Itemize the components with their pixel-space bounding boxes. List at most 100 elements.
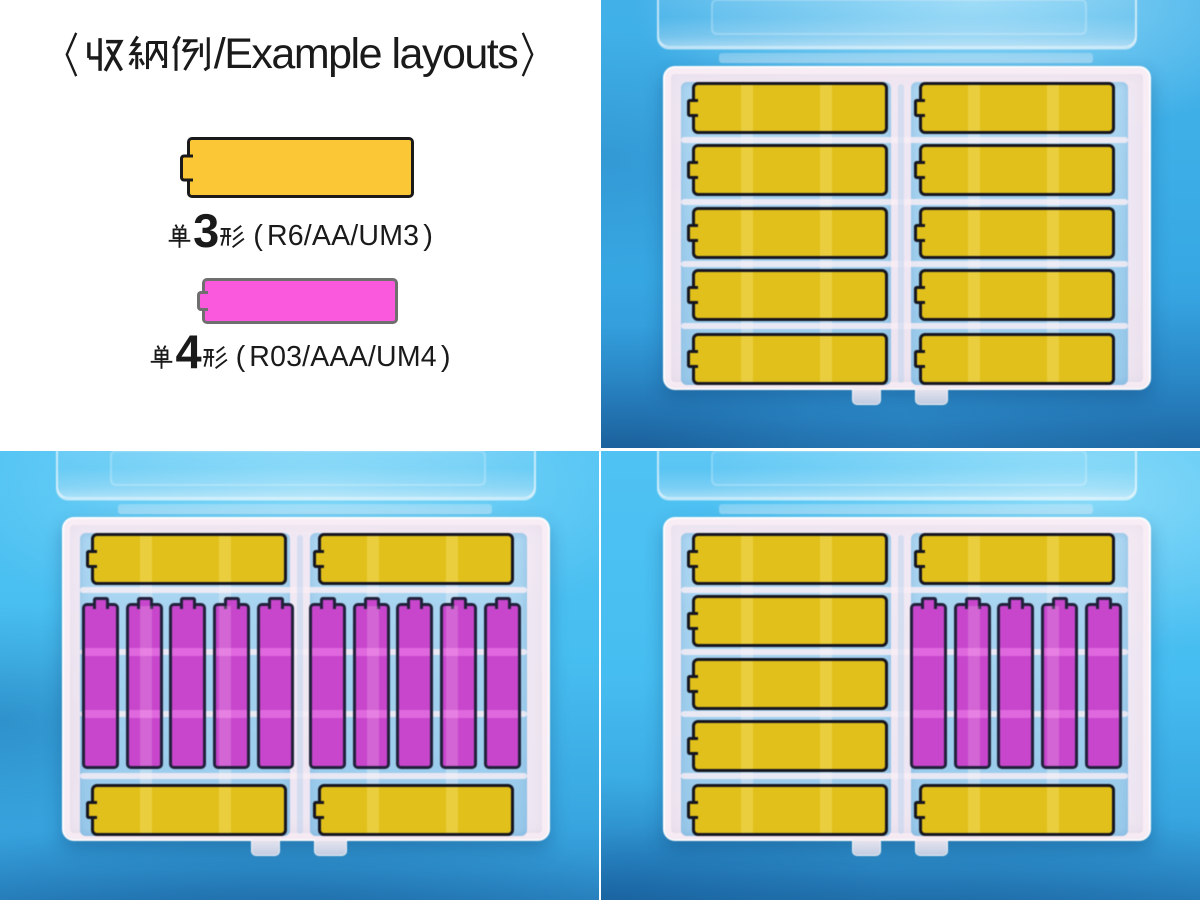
row-divider (681, 711, 1128, 717)
aaa-battery (169, 602, 206, 769)
aa-battery-sample (180, 137, 414, 198)
aa-battery (919, 269, 1115, 321)
case-latch (852, 388, 881, 405)
aa-battery (318, 532, 514, 585)
aa-battery (692, 783, 888, 836)
aa-battery (91, 783, 287, 836)
case-lid (56, 450, 536, 499)
row-divider (80, 649, 527, 655)
photo-quadrant-aa-aaa-mixed (0, 450, 599, 900)
close-angle-bracket-glyph (518, 31, 537, 78)
photo-quadrant-aa-plus-aaa (601, 450, 1200, 900)
case-interior (679, 80, 1139, 387)
aaa-battery-group (910, 602, 1122, 769)
aaa-battery-sample (197, 278, 398, 324)
aa-battery-label: 3 ( R6/AA/UM3 ) (0, 205, 599, 254)
kanji-nou-glyph (126, 33, 169, 76)
paren-close: ) (423, 220, 433, 252)
aa-battery (919, 532, 1115, 585)
battery-case (601, 450, 1200, 900)
case-lid-panel (711, 0, 1087, 35)
kanji-kei-glyph (218, 223, 246, 250)
aa-battery (692, 657, 888, 710)
case-latch (852, 838, 881, 856)
aa-battery-terminal (180, 154, 193, 181)
photo-quadrant-aa-only (601, 0, 1200, 448)
battery-case (601, 0, 1200, 448)
case-body (663, 516, 1151, 856)
aa-battery (919, 333, 1115, 385)
open-angle-bracket-glyph (62, 31, 81, 78)
row-divider (80, 587, 527, 593)
aa-battery (318, 783, 514, 836)
row-divider (681, 322, 1128, 329)
aaa-battery (954, 602, 991, 769)
case-lid-panel (711, 450, 1087, 486)
kanji-shu-glyph (82, 33, 125, 76)
row-divider (681, 136, 1128, 143)
kanji-rei-glyph (170, 33, 213, 76)
battery-codes: R6/AA/UM3 (266, 220, 420, 252)
case-latch (915, 838, 948, 856)
aaa-battery-group (82, 602, 294, 769)
aaa-battery-terminal (197, 291, 208, 311)
case-lid (657, 0, 1137, 48)
aa-battery (692, 594, 888, 647)
aaa-battery-group (309, 602, 521, 769)
case-hinge (719, 503, 1093, 514)
case-body (663, 66, 1151, 405)
aa-battery (919, 82, 1115, 134)
aa-battery (919, 783, 1115, 836)
paren-open: ( (253, 220, 263, 252)
row-divider (681, 587, 1128, 593)
case-latch (251, 838, 280, 856)
case-latch (314, 838, 347, 856)
case-hinge (118, 503, 492, 514)
aaa-battery (213, 602, 250, 769)
battery-case (0, 450, 599, 900)
case-interior (679, 531, 1139, 838)
aa-battery (919, 207, 1115, 259)
aaa-battery (1041, 602, 1078, 769)
paren-open: ( (235, 341, 246, 373)
row-divider (681, 198, 1128, 205)
case-lid (657, 450, 1137, 499)
kanji-tan-glyph (166, 223, 193, 250)
aa-battery (91, 532, 287, 585)
aaa-battery (126, 602, 163, 769)
battery-codes: R03/AAA/UM4 (249, 341, 437, 373)
aa-battery (692, 144, 888, 196)
row-divider (80, 711, 527, 717)
aa-battery (692, 333, 888, 385)
case-body (62, 516, 550, 856)
title-latin-text: /Example layouts (213, 29, 519, 78)
size-digit: 4 (175, 325, 201, 378)
kanji-tan-glyph (148, 344, 175, 371)
legend-panel: /Example layouts 3 ( R6/AA/UM3 ) 4 ( R03… (0, 0, 599, 448)
size-digit: 3 (193, 204, 219, 257)
row-divider (681, 649, 1128, 655)
aaa-battery (257, 602, 294, 769)
aaa-battery (309, 602, 346, 769)
paren-close: ) (440, 341, 451, 373)
row-divider (681, 260, 1128, 267)
case-latch (915, 388, 948, 405)
aaa-battery (440, 602, 477, 769)
row-divider (681, 773, 1128, 779)
kanji-kei-glyph (201, 344, 228, 371)
panel-title: /Example layouts (0, 29, 599, 79)
aa-battery (692, 207, 888, 259)
aaa-battery (484, 602, 521, 769)
aaa-battery (910, 602, 947, 769)
aa-battery (692, 719, 888, 772)
aaa-battery (997, 602, 1034, 769)
row-divider (80, 773, 527, 779)
case-hinge (719, 53, 1093, 63)
aaa-battery (396, 602, 433, 769)
aa-battery (692, 82, 888, 134)
case-interior (78, 531, 538, 838)
case-lid-panel (110, 450, 486, 486)
aaa-battery (353, 602, 390, 769)
aa-battery (692, 269, 888, 321)
